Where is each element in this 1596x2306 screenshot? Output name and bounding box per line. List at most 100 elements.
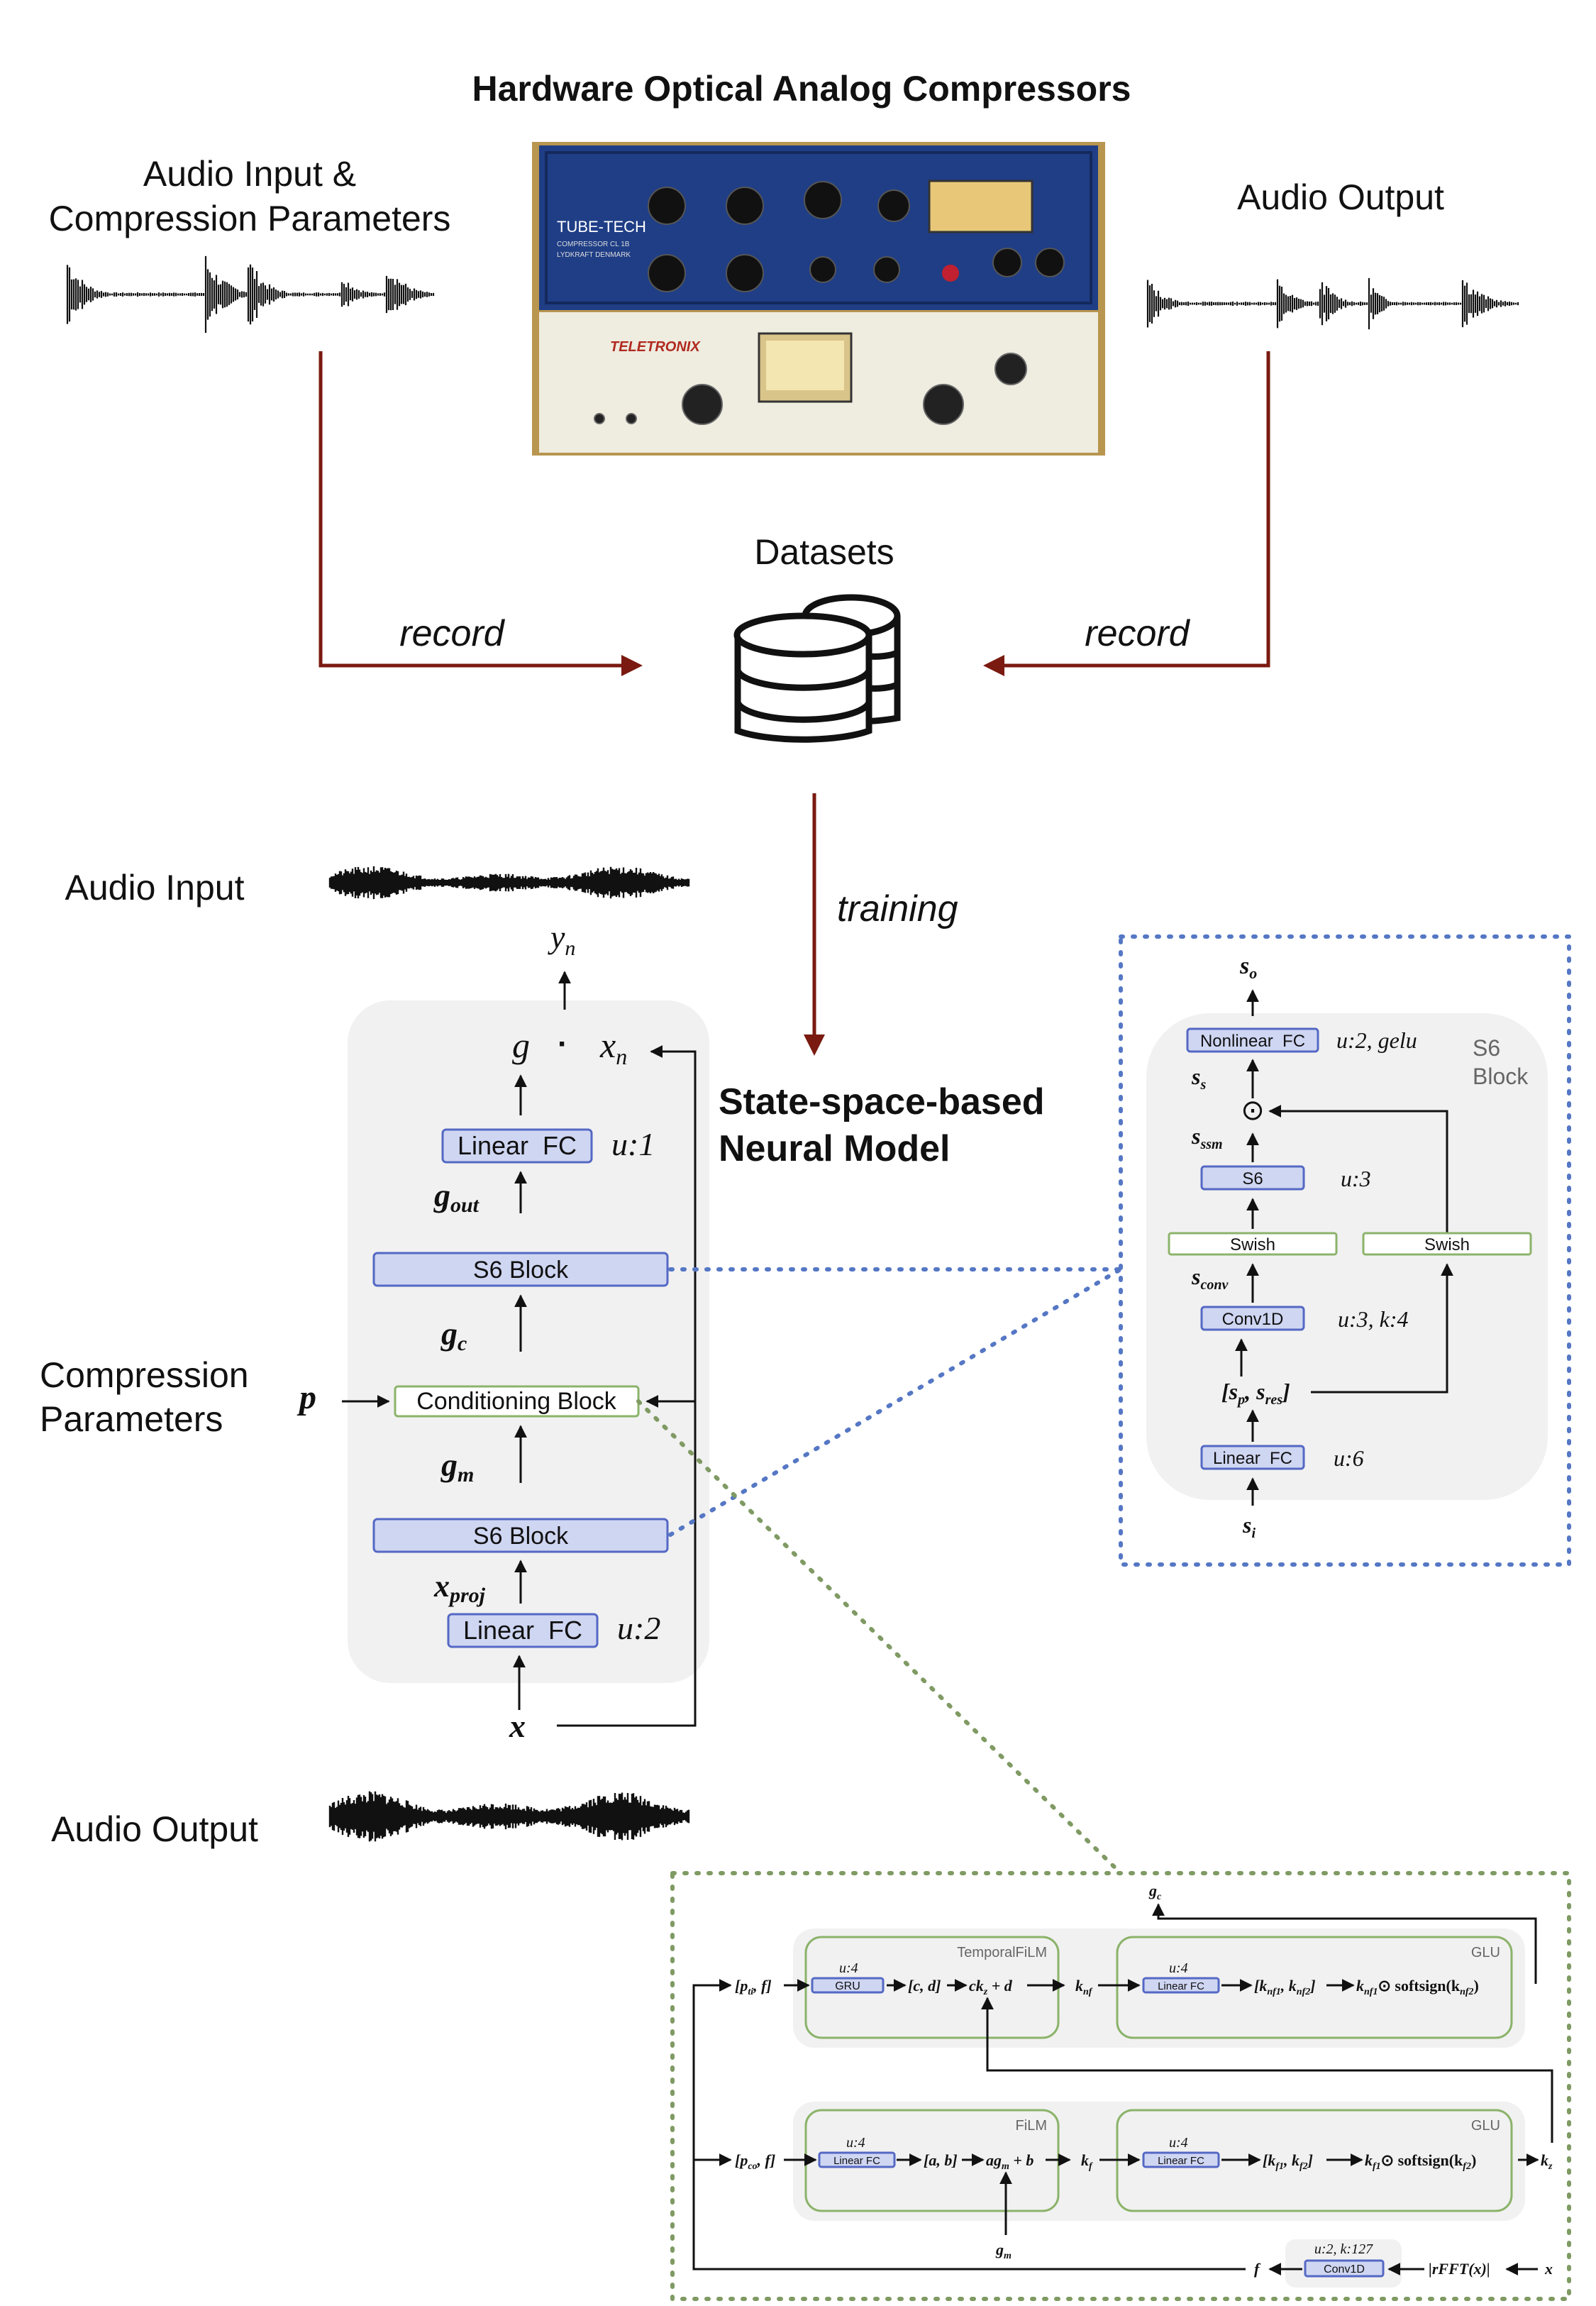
nonlinear-fc-block [1186,1027,1319,1053]
k-nf12-label: [knf1, knf2] [1254,1977,1316,1997]
u3-k4-label: u:3, k:4 [1338,1306,1409,1332]
gru-block [811,1977,885,1994]
arrow-glu-gc [1152,1903,1537,1984]
g-m-label: gm [440,1447,474,1486]
green-dotted-link [636,1399,1123,1875]
s6-inner-label: S6 [1242,1169,1263,1188]
model-title-1: State-space-based [719,1081,1045,1122]
cond-gm-label: gm [995,2241,1012,2261]
s6-detail-frame [1119,934,1571,1567]
s6-linear-fc-block [1200,1445,1305,1470]
s6-linear-fc-label: Linear FC [1213,1449,1292,1468]
tube-tech-maker: LYDKRAFT DENMARK [557,251,631,259]
waveform-icon [328,866,690,900]
u3-label: u:3 [1341,1166,1371,1191]
temporal-film-label: TemporalFiLM [957,1945,1047,1960]
u4-bottom-glu-label: u:4 [1169,2135,1188,2151]
linear-fc-top-label: Linear FC [458,1131,577,1160]
linear-fc-bottom-block [447,1613,599,1648]
x-proj-label: xproj [433,1569,486,1607]
u2-label: u:2 [617,1610,660,1646]
agm-b-label: agm + b [986,2151,1033,2172]
film-linear-label: Linear FC [833,2155,880,2167]
teletronix-brand: TELETRONIX [610,339,701,355]
conv1d-block [1200,1306,1305,1331]
compression-params-label-2: Parameters [40,1399,223,1439]
cond-conv1d-label: Conv1D [1324,2263,1365,2275]
s6-block-upper[interactable] [372,1252,669,1287]
tube-tech-model: COMPRESSOR CL 1B [557,241,630,248]
swish-left-label: Swish [1230,1235,1275,1254]
hardware-title: Hardware Optical Analog Compressors [472,69,1131,109]
u4-film-label: u:4 [846,2135,865,2151]
odot-symbol: ⊙ [1241,1095,1265,1126]
top-glu-label: GLU [1471,1945,1500,1960]
s6-block-lower-label: S6 Block [473,1523,569,1550]
cond-conv1d-block [1304,2259,1385,2278]
bottom-glu-linear-label: Linear FC [1158,2155,1204,2167]
model-title-2: Neural Model [719,1128,951,1169]
training-label: training [837,888,958,929]
compression-params-label-1: Compression [40,1355,249,1395]
u4-gru-label: u:4 [839,1960,858,1976]
arrow-swish-odot [1268,1105,1448,1245]
swish-left-block [1168,1232,1338,1256]
datasets-label: Datasets [754,532,894,572]
x-n-label: xn [599,1025,627,1069]
record-label-left: record [399,613,505,654]
k-f12-label: [kf1, kf2] [1263,2151,1313,2172]
u2-k127-label: u:2, k:127 [1314,2241,1373,2257]
conditioning-block-label: Conditioning Block [416,1388,617,1415]
s-conv-label: sconv [1191,1264,1229,1293]
softsign-bottom-label: kf1⊙ softsign(kf2) [1365,2151,1476,2172]
swish-right-block [1362,1232,1532,1256]
s6-detail-title-2: Block [1473,1064,1529,1089]
tube-tech-brand: TUBE-TECH [557,218,646,236]
g-label: g [512,1025,530,1065]
cond-gc-label: gc [1148,1882,1162,1902]
arrow-skip-x [557,1045,697,1727]
s6-block-lower[interactable] [372,1518,669,1553]
g-c-label: gc [440,1315,467,1355]
audio-output-label: Audio Output [51,1809,258,1849]
cd-label: [c, d] [908,1977,941,1995]
waveform-icon [328,1791,690,1842]
gru-label: GRU [835,1980,860,1992]
u1-label: u:1 [611,1126,655,1162]
dot-label: · [558,1027,568,1061]
cond-detail-frame [670,1871,1571,2301]
blue-dotted-lower [668,1268,1121,1537]
u6-label: u:6 [1334,1445,1364,1471]
top-glu-linear-block [1142,1977,1220,1994]
arrow-kz-ckz [981,1997,1553,2143]
cond-x-label: x [1544,2260,1553,2278]
s-i-label: si [1242,1512,1256,1541]
u4-top-glu-label: u:4 [1169,1960,1188,1976]
f-label: f [1254,2260,1261,2278]
s-s-label: ss [1191,1064,1206,1093]
record-label-right: record [1085,613,1190,654]
rfft-label: |rFFT(x)| [1429,2260,1490,2278]
p-param-label: p [297,1379,316,1416]
waveform-icon [66,255,435,333]
arrow-sres-swish [1311,1263,1453,1394]
k-f-label: kf [1081,2151,1093,2172]
g-out-label: gout [433,1177,480,1217]
audio-output-label-top: Audio Output [1237,177,1444,217]
audio-input-params-label-1: Audio Input & [143,154,356,194]
s-ssm-label: sssm [1191,1123,1223,1152]
ab-label: [a, b] [924,2151,958,2169]
audio-input-label: Audio Input [65,868,245,907]
s6-inner-block [1200,1165,1305,1191]
p-co-f-label: [pco, f] [735,2151,775,2172]
u2-gelu-label: u:2, gelu [1336,1027,1417,1053]
s6-detail-title-1: S6 [1473,1035,1500,1061]
x-input-label: x [509,1708,526,1744]
film-label: FiLM [1016,2118,1047,2134]
waveform-icon [1146,277,1519,330]
linear-fc-top-block [441,1128,593,1164]
y-n-label: yn [548,919,575,960]
k-z-label: kz [1541,2151,1553,2172]
record-arrow-left [318,351,643,676]
